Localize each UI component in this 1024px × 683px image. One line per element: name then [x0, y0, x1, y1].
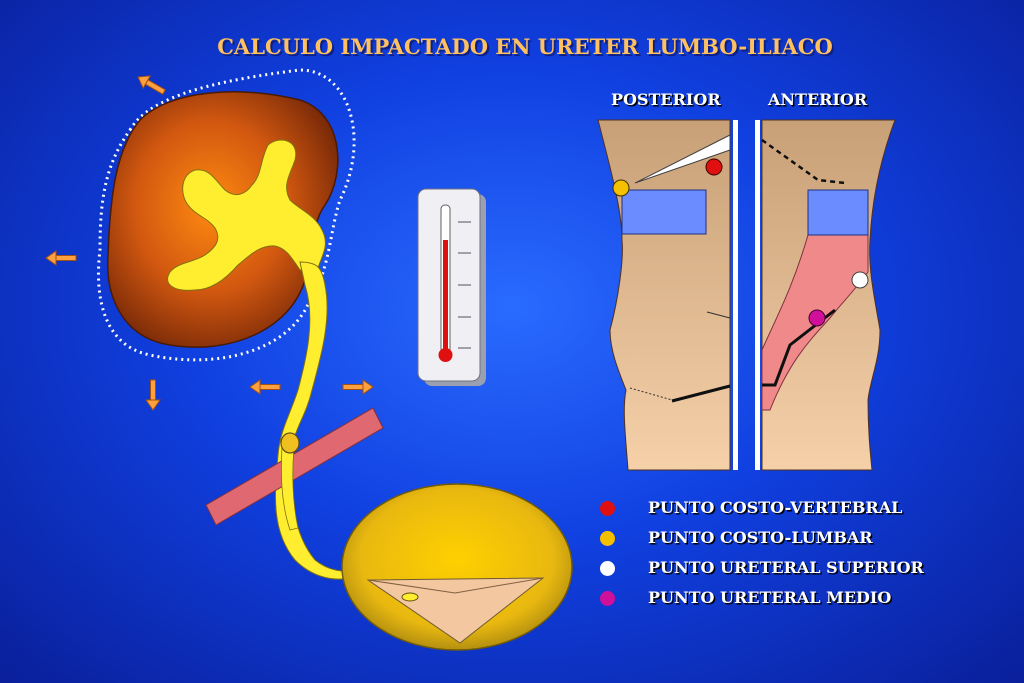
anterior-label: ANTERIOR: [768, 90, 868, 109]
legend-dot-white: [600, 561, 615, 576]
radiating-arrows: [45, 75, 374, 411]
anterior-ureter-line: [762, 308, 836, 387]
legend-label: PUNTO COSTO-VERTEBRAL: [648, 498, 903, 517]
bladder-stone: [401, 592, 419, 602]
spine-divider-2: [755, 120, 760, 470]
costo-vertebral-point: [705, 158, 723, 176]
renal-pelvis: [167, 139, 326, 291]
spine-divider: [733, 120, 738, 470]
legend-dot-magenta: [600, 591, 615, 606]
legend-label: PUNTO COSTO-LUMBAR: [648, 528, 873, 547]
ureter-over-vessel: [280, 444, 299, 531]
arrow-left-small-icon: [249, 379, 281, 395]
legend-label: PUNTO URETERAL SUPERIOR: [648, 558, 924, 577]
legend-dot-yellow: [600, 531, 615, 546]
arrow-up-left-icon: [137, 75, 166, 95]
bladder: [341, 483, 573, 651]
posterior-label: POSTERIOR: [611, 90, 721, 109]
iliac-vessel-bar: [205, 407, 384, 526]
arrow-left-icon: [45, 250, 77, 266]
arrow-right-small-icon: [342, 379, 374, 395]
ureteral-medio-point: [808, 309, 826, 327]
posterior-torso: [597, 119, 731, 471]
ureteral-superior-point: [851, 271, 869, 289]
posterior-rib-white: [634, 134, 731, 184]
legend-label: PUNTO URETERAL MEDIO: [648, 588, 892, 607]
arrow-down-icon: [145, 379, 161, 411]
posterior-kidney-zone: [621, 189, 707, 235]
impacted-stone: [280, 432, 300, 454]
page-title: CALCULO IMPACTADO EN URETER LUMBO-ILIACO: [217, 34, 833, 59]
anterior-kidney-zone: [807, 189, 869, 236]
thermometer-icon: [417, 188, 486, 386]
ureter: [274, 261, 353, 580]
costo-lumbar-point: [612, 179, 630, 197]
anterior-torso: [761, 119, 896, 471]
legend-dot-red: [600, 501, 615, 516]
trigone-line: [367, 577, 544, 594]
